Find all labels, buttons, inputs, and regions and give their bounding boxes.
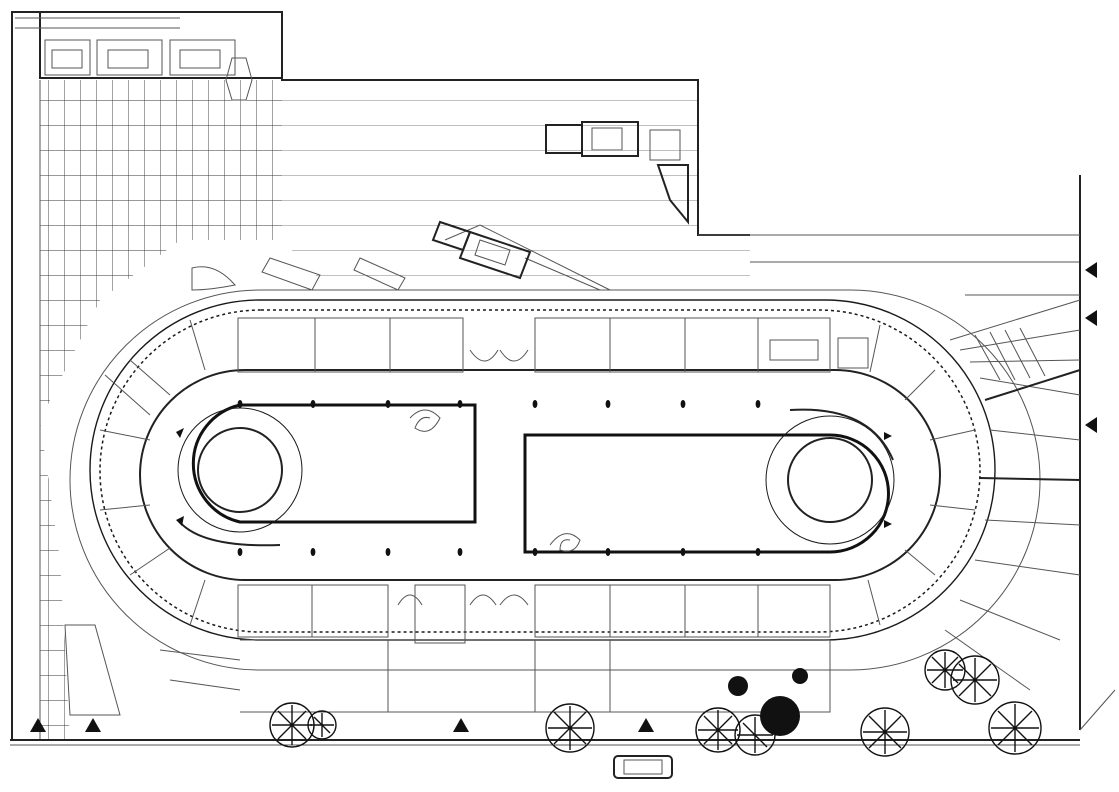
court-west (177, 403, 477, 547)
tree-icon (792, 668, 808, 684)
tree-icon (924, 649, 966, 691)
car-icon (431, 220, 532, 280)
tree-icon (728, 676, 748, 696)
kiosk-north-east (649, 129, 689, 225)
shops-east-rotunda (837, 324, 976, 626)
parking-lot (11, 11, 1081, 740)
columns (176, 400, 892, 556)
shops-south (237, 584, 831, 713)
parking-grid-west (40, 80, 282, 420)
tree-icon (760, 696, 800, 736)
entry-markers (30, 262, 1097, 732)
trees (269, 649, 1042, 757)
service-building-north (15, 11, 283, 101)
parking-grid-south-west (40, 420, 70, 740)
tree-icon (860, 707, 910, 757)
court-east (523, 408, 895, 554)
shops-west-rotunda (99, 319, 206, 626)
east-amphitheater-stairs (944, 294, 1081, 691)
car-icon (545, 121, 639, 157)
shops-north (237, 317, 831, 373)
tree-icon (307, 710, 337, 740)
mall-building (99, 309, 981, 713)
tree-icon (695, 707, 741, 753)
tree-icon (545, 703, 595, 753)
street (10, 689, 1116, 746)
tree-icon (950, 655, 1000, 705)
tree-icon (988, 701, 1042, 755)
ramp-south-west (64, 624, 241, 716)
parking-rows-east (282, 80, 750, 290)
car-icon (613, 755, 673, 779)
